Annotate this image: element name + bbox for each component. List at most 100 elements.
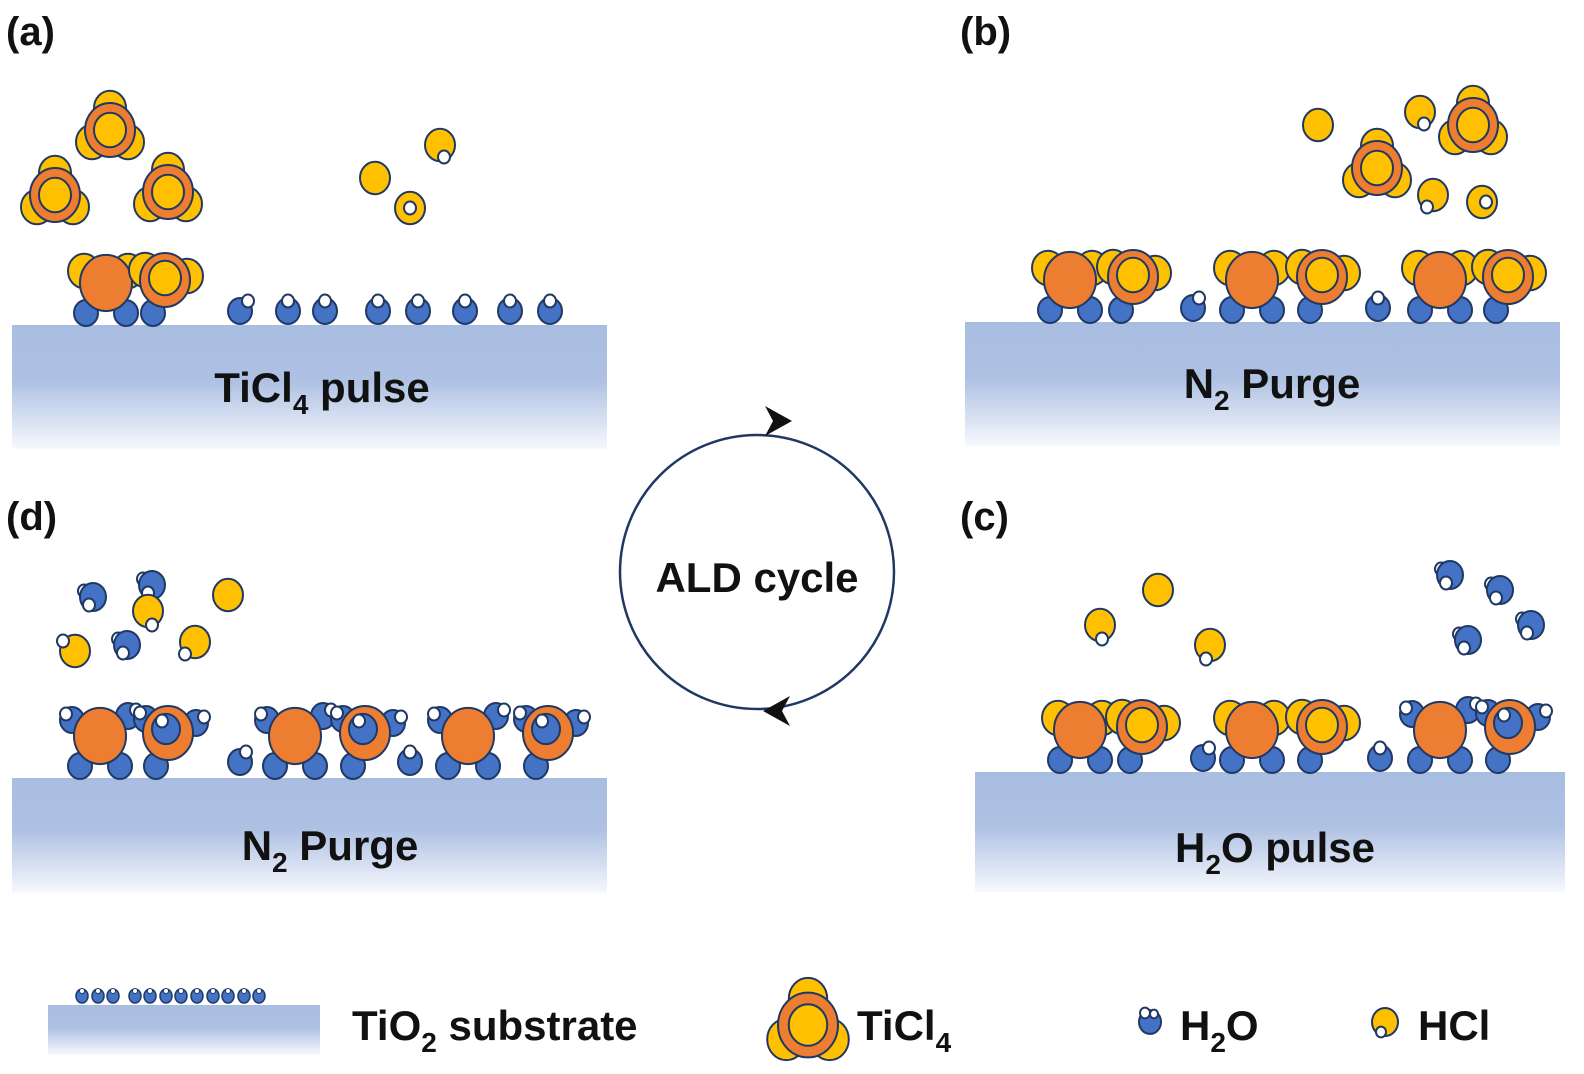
h2o-molecule: [111, 629, 141, 661]
hydrogen-atom: [394, 709, 408, 725]
hydrogen-atom: [497, 702, 511, 718]
chlorine-atom: [1305, 256, 1339, 294]
adsorbed-ti-bridging: [254, 702, 338, 780]
legend: TiO2 substrate TiCl4 H2O HCl: [48, 976, 1490, 1062]
oh-group: [312, 293, 338, 325]
hydrogen-atom: [241, 293, 255, 309]
hcl-molecule: [132, 593, 164, 633]
adsorbed-ti-bridging: [1031, 249, 1109, 324]
hydrogen-atom: [145, 617, 159, 633]
hydrogen-atom: [403, 744, 417, 760]
chlorine-atom: [1302, 107, 1334, 143]
legend-item-ticl4: TiCl4: [766, 976, 952, 1062]
cycle-ring: [618, 433, 896, 711]
hydrogen-atom: [155, 713, 169, 729]
hcl-molecule: [212, 577, 244, 613]
hcl-molecule: [1194, 627, 1226, 667]
hydrogen-atom: [513, 705, 527, 721]
adsorbed-ti-terminal: [1475, 699, 1553, 774]
hydrogen-atom: [318, 293, 332, 309]
chlorine-atom: [1142, 572, 1174, 608]
oh-group: [227, 744, 253, 776]
hcl-molecule: [1302, 107, 1334, 143]
hydrogen-atom: [1192, 290, 1206, 306]
legend-item-substrate: TiO2 substrate: [48, 988, 638, 1058]
surface-h-icon: [225, 988, 231, 994]
hydrogen-atom: [1373, 740, 1387, 756]
chlorine-atom: [359, 160, 391, 196]
hydrogen-atom: [59, 706, 73, 722]
hydrogen-atom: [281, 293, 295, 309]
panel-d: N2 Purge: [12, 569, 607, 893]
chlorine-atom: [93, 111, 127, 149]
panel-a-tag: (a): [6, 10, 55, 54]
hcl-molecule-icon: [1371, 1006, 1399, 1039]
h2o-molecule-icon: [1138, 1006, 1162, 1035]
oh-group: [1399, 700, 1425, 728]
panel-d-tag: (d): [6, 495, 57, 539]
surface-h-icon: [132, 988, 138, 994]
oh-group: [537, 293, 563, 325]
oh-group: [365, 293, 391, 325]
hydrogen-atom: [1439, 575, 1453, 591]
oh-group: [1367, 740, 1393, 772]
titanium-atom: [268, 706, 322, 766]
hydrogen-atom: [427, 706, 441, 722]
molecules-a: [20, 89, 563, 327]
substrate-b: [965, 322, 1560, 446]
adsorbed-ti-terminal: [513, 705, 591, 780]
substrate-icon: [48, 1005, 320, 1055]
adsorbed-ti-terminal: [330, 705, 408, 780]
hcl-molecule: [424, 127, 456, 165]
cycle-arrow-top-icon: [765, 406, 792, 436]
ticl4-molecule: [133, 151, 203, 223]
adsorbed-ti-terminal: [133, 705, 211, 780]
hydrogen-atom: [197, 709, 211, 725]
adsorbed-ti-terminal: [1285, 698, 1361, 774]
surface-h-icon: [210, 988, 216, 994]
panel-b-tag: (b): [960, 10, 1011, 54]
hydrogen-atom: [1371, 290, 1385, 306]
titanium-atom: [441, 706, 495, 766]
adsorbed-ti-bridging: [1213, 249, 1291, 324]
molecules-b: [1031, 84, 1547, 324]
hcl-molecule: [1142, 572, 1174, 608]
hydrogen-atom: [458, 293, 472, 309]
hydrogen-atom: [116, 645, 130, 661]
hcl-molecule: [178, 624, 211, 662]
oh-group: [1190, 740, 1216, 772]
hydrogen-atom: [1489, 590, 1503, 606]
hydrogen-atom: [1420, 199, 1434, 215]
hydrogen-atom: [56, 633, 70, 649]
hydrogen-atom: [1457, 640, 1471, 656]
titanium-atom: [1413, 700, 1467, 760]
panel-a: TiCl4 pulse: [12, 89, 607, 449]
adsorbed-ti-bridging: [1041, 699, 1119, 774]
surface-h-icon: [178, 988, 184, 994]
hydrogen-atom: [330, 705, 344, 721]
hydrogen-atom: [1149, 1008, 1159, 1020]
h2o-molecule: [1434, 559, 1464, 591]
chlorine-atom: [787, 1003, 829, 1047]
chlorine-atom: [1305, 706, 1339, 744]
surface-h-icon: [95, 988, 101, 994]
adsorbed-ti-bridging: [1399, 696, 1483, 774]
chlorine-atom: [1360, 149, 1394, 187]
hydrogen-atom: [1520, 625, 1534, 641]
hydrogen-atom: [371, 293, 385, 309]
hydrogen-atom: [1202, 740, 1216, 756]
substrate-a: [12, 325, 607, 449]
hcl-molecule: [394, 190, 426, 226]
panel-d-title: N2 Purge: [242, 822, 419, 878]
hydrogen-atom: [543, 293, 557, 309]
oh-group: [1365, 290, 1391, 322]
hydrogen-atom: [239, 744, 253, 760]
chlorine-atom: [1125, 706, 1159, 744]
hcl-molecule: [1417, 177, 1449, 215]
titanium-atom: [79, 253, 133, 313]
surface-h-icon: [241, 988, 247, 994]
oh-group: [275, 293, 301, 325]
hydrogen-atom: [254, 706, 268, 722]
hydrogen-atom: [1375, 1025, 1387, 1039]
